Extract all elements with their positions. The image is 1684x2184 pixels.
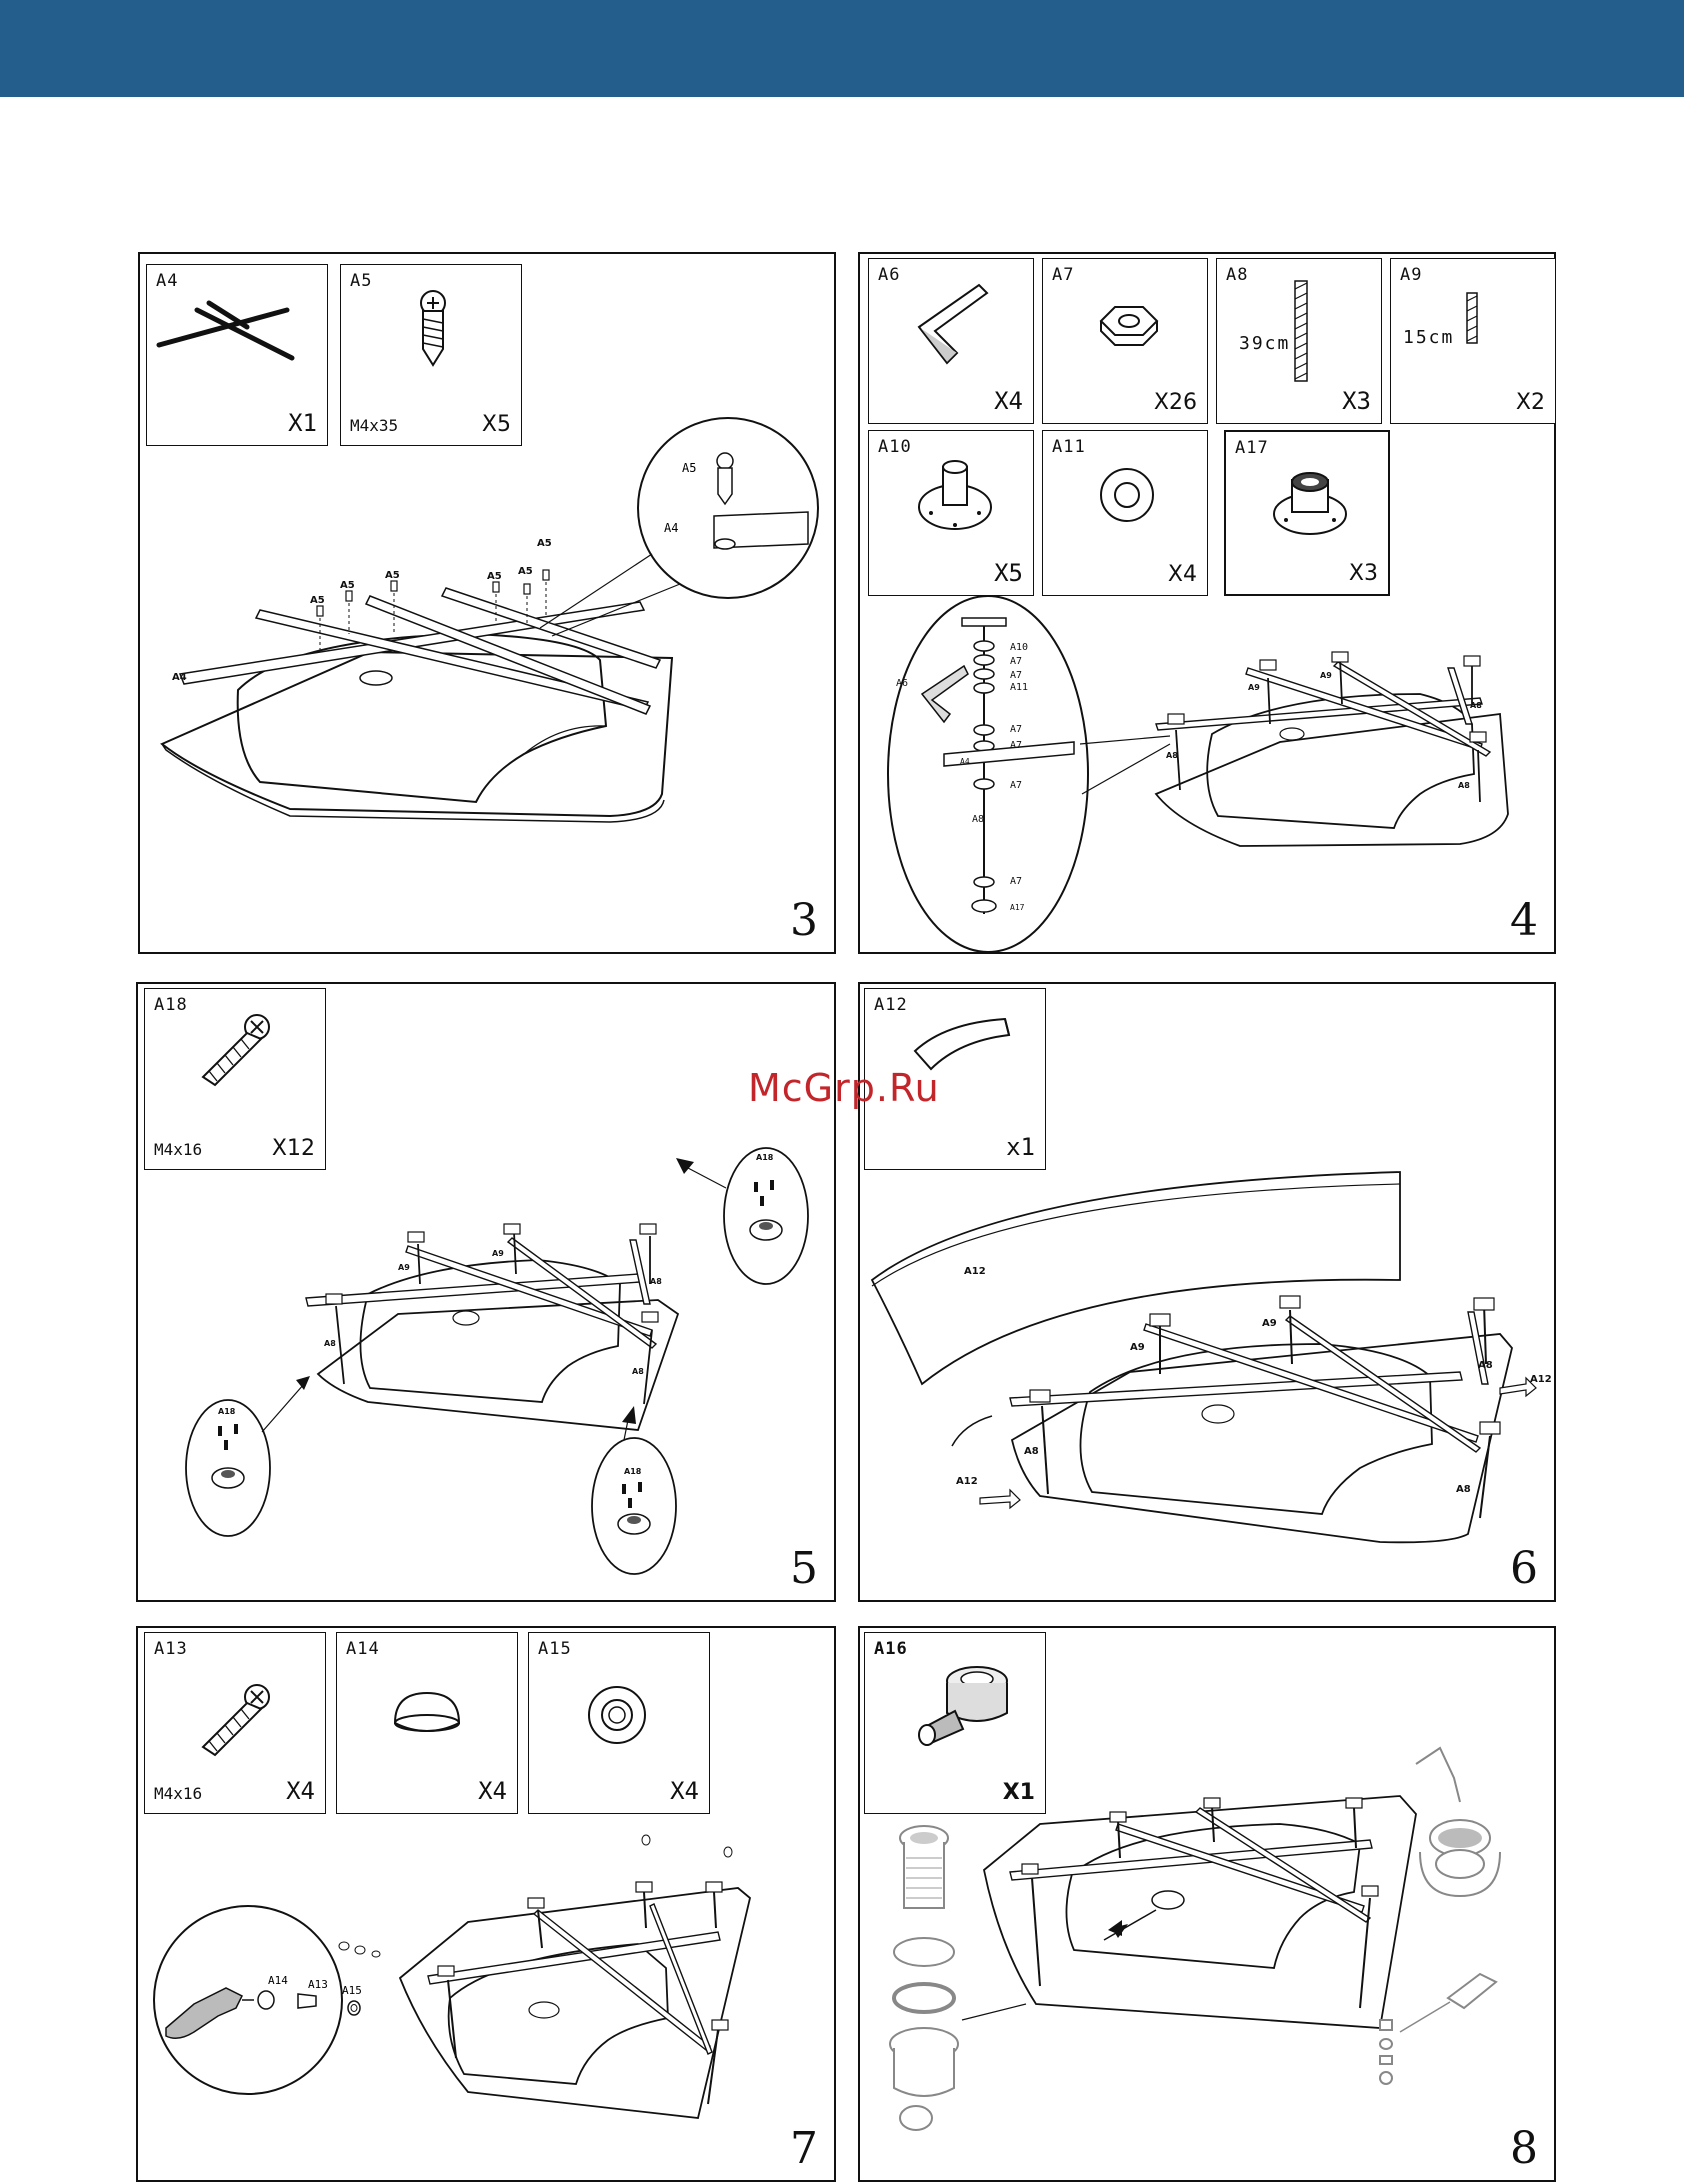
a9-label: A9 — [492, 1249, 504, 1258]
a5-label: A5 — [385, 570, 400, 581]
step-3-panel: A4 X1 A5 M4x35 X5 — [138, 252, 836, 954]
step-7-diagram: A14 A13 A15 — [138, 1628, 838, 2184]
step-number: 8 — [1510, 2123, 1538, 2174]
a5-label: A5 — [518, 566, 533, 577]
a9-label: A9 — [1248, 683, 1260, 692]
a7-label: A7 — [1010, 780, 1022, 791]
a15-label: A15 — [342, 1984, 362, 1997]
step-6-panel: A12 x1 A12 A9 A9 A8 A8 — [858, 982, 1556, 1602]
a8-label: A8 — [972, 814, 984, 825]
a8-label: A8 — [1166, 751, 1178, 760]
a18-label: A18 — [756, 1153, 774, 1162]
detail-right-top: A18 — [676, 1148, 808, 1284]
a5-label: A5 — [340, 580, 355, 591]
a7-label: A7 — [1010, 740, 1022, 751]
a7-label: A7 — [1010, 724, 1022, 735]
a17-label: A17 — [1010, 903, 1025, 912]
a4-detail-label: A4 — [664, 521, 678, 535]
step-5-diagram: A9 A9 A8 A8 A8 A18 A18 A18 — [138, 984, 838, 1604]
a7-label: A7 — [1010, 670, 1022, 681]
a5-label: A5 — [310, 595, 325, 606]
a8-label: A8 — [1456, 1484, 1471, 1495]
a13-label: A13 — [308, 1978, 328, 1991]
step-4-diagram: A10 A7 A7 A11 A6 A7 A7 A4 A7 A8 A7 A17 A… — [860, 254, 1558, 956]
detail-right-bottom: A18 — [592, 1406, 676, 1574]
a14-label: A14 — [268, 1974, 288, 1987]
a7-label: A7 — [1010, 656, 1022, 667]
header-bar — [0, 0, 1684, 97]
a18-label: A18 — [218, 1407, 236, 1416]
a12-label: A12 — [1530, 1374, 1552, 1385]
step-8-diagram — [860, 1628, 1558, 2184]
a8-label: A8 — [1024, 1446, 1039, 1457]
a9-label: A9 — [1262, 1318, 1277, 1329]
a8-label: A8 — [1478, 1360, 1493, 1371]
step-4-panel: A6 X4 A7 X26 A8 39cm X3 A9 15cm X2 — [858, 252, 1556, 954]
step-5-panel: A18 M4x16 X12 A9 A9 A8 A8 A — [136, 982, 836, 1602]
a6-label: A6 — [896, 678, 908, 689]
a4-label: A4 — [960, 757, 970, 766]
a18-label: A18 — [624, 1467, 642, 1476]
a8-label: A8 — [632, 1367, 644, 1376]
a10-label: A10 — [1010, 642, 1028, 653]
a7-label: A7 — [1010, 876, 1022, 887]
detail-left: A18 — [186, 1376, 310, 1536]
a8-label: A8 — [650, 1277, 662, 1286]
a5-label: A5 — [537, 538, 552, 549]
step-7-panel: A13 M4x16 X4 A14 X4 A15 X4 — [136, 1626, 836, 2182]
a8-label: A8 — [324, 1339, 336, 1348]
step-number: 5 — [790, 1543, 818, 1594]
a9-label: A9 — [398, 1263, 410, 1272]
a8-label: A8 — [1470, 701, 1482, 710]
a12-label: A12 — [956, 1476, 978, 1487]
a5-label: A5 — [487, 571, 502, 582]
a9-label: A9 — [1320, 671, 1332, 680]
step-number: 6 — [1510, 1543, 1538, 1594]
step-number: 3 — [790, 895, 818, 946]
a5-detail-label: A5 — [682, 461, 696, 475]
a12-label: A12 — [964, 1266, 986, 1277]
step-number: 7 — [790, 2123, 818, 2174]
step-3-diagram: A5 A5 A5 A5 A5 A5 A4 A5 A4 — [140, 254, 838, 956]
a11-label: A11 — [1010, 682, 1028, 693]
step-6-diagram: A12 A9 A9 A8 A8 A8 A12 A12 — [860, 984, 1558, 1604]
a9-label: A9 — [1130, 1342, 1145, 1353]
watermark-text: McGrp.Ru — [748, 1066, 940, 1110]
step-8-panel: A16 X1 — [858, 1626, 1556, 2182]
a4-label: A4 — [172, 672, 187, 683]
a8-label: A8 — [1458, 781, 1470, 790]
step-number: 4 — [1510, 895, 1538, 946]
